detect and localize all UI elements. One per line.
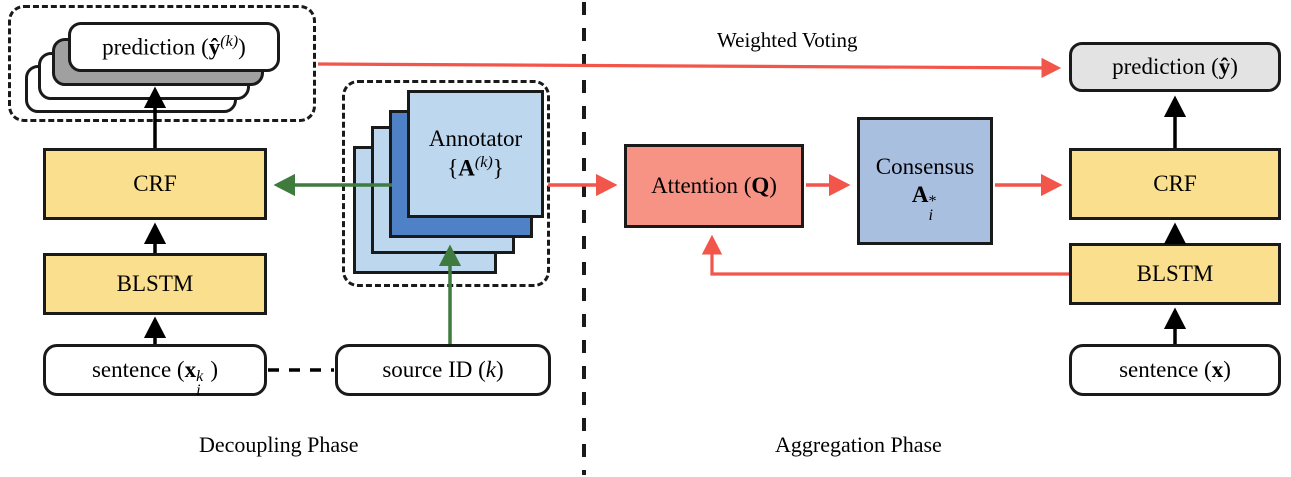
- left-sentence-label: sentence (x k i ): [91, 356, 218, 399]
- source-id-box: source ID (k): [335, 344, 551, 396]
- right-blstm-label: BLSTM: [1136, 260, 1214, 286]
- right-blstm-box: BLSTM: [1069, 243, 1281, 305]
- weighted-voting-label: Weighted Voting: [717, 28, 858, 52]
- source-id-label: source ID (k): [382, 356, 504, 382]
- attention-box: Attention (Q): [624, 144, 804, 228]
- left-crf-label: CRF: [133, 170, 177, 196]
- consensus-label-line2: A * i: [911, 182, 937, 225]
- left-crf-box: CRF: [43, 148, 267, 220]
- right-sentence-box: sentence (x): [1069, 344, 1281, 396]
- annotator-stack-front: Annotator {A(k)}: [407, 90, 544, 218]
- right-crf-box: CRF: [1069, 148, 1281, 220]
- consensus-label-line1: Consensus: [875, 153, 975, 179]
- aggregation-phase-label: Aggregation Phase: [775, 432, 942, 457]
- annotator-label-line2: {A(k)}: [447, 154, 504, 181]
- left-blstm-box: BLSTM: [43, 253, 267, 315]
- right-prediction-label: prediction (ŷ): [1112, 53, 1238, 79]
- consensus-box: Consensus A * i: [857, 117, 993, 245]
- left-sentence-box: sentence (x k i ): [43, 344, 267, 399]
- right-prediction-box: prediction (ŷ): [1069, 42, 1281, 92]
- decoupling-phase-label: Decoupling Phase: [199, 432, 359, 457]
- arrow-weighted-voting: [317, 57, 1062, 79]
- left-blstm-label: BLSTM: [116, 270, 194, 296]
- attention-label: Attention (Q): [651, 172, 777, 198]
- prediction-stack-front: prediction (ŷ(k)): [68, 22, 280, 72]
- right-sentence-label: sentence (x): [1119, 356, 1231, 382]
- right-crf-label: CRF: [1153, 170, 1197, 196]
- prediction-stack-group: [8, 5, 316, 122]
- annotator-label-line1: Annotator: [428, 125, 523, 151]
- prediction-k-label: prediction (ŷ(k)): [102, 32, 246, 60]
